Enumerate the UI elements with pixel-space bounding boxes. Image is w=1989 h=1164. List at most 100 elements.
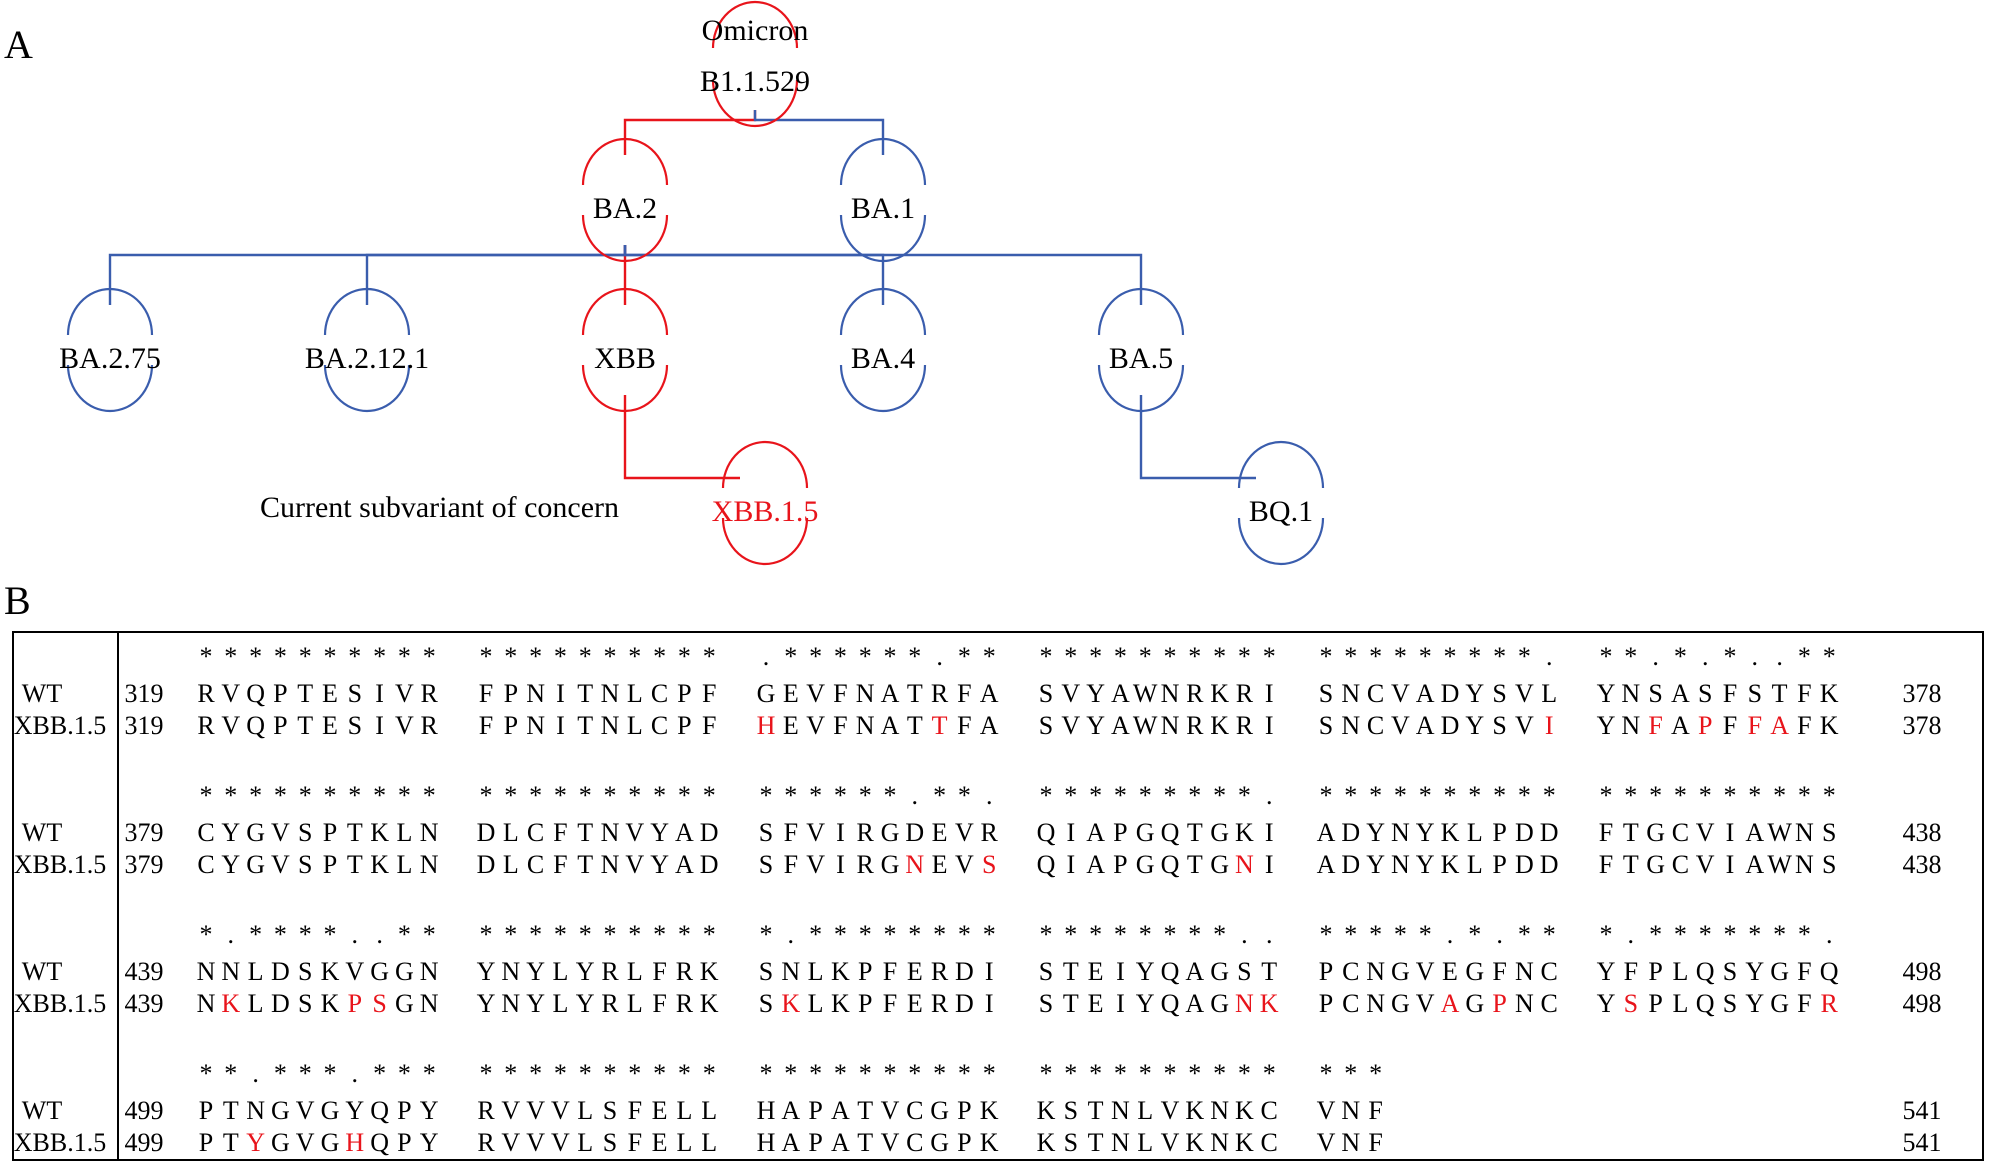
wt-residue: E <box>652 1096 668 1125</box>
xbb-residue: Q <box>1161 989 1180 1018</box>
wt-residue: Q <box>246 679 265 708</box>
wt-residue: P <box>1113 818 1127 847</box>
consensus-mark: * <box>398 781 411 810</box>
xbb-residue: E <box>322 711 338 740</box>
consensus-mark: * <box>579 920 592 949</box>
consensus-mark: * <box>983 642 996 671</box>
consensus-mark: * <box>554 1059 567 1088</box>
wt-residue: V <box>551 1096 570 1125</box>
consensus-mark: * <box>958 920 971 949</box>
node-ba5-top-arc <box>1097 287 1185 336</box>
consensus-mark: * <box>200 920 213 949</box>
consensus-mark: * <box>983 920 996 949</box>
xbb-residue: F <box>883 989 897 1018</box>
consensus-mark: * <box>1064 1059 1077 1088</box>
wt-residue: C <box>1541 957 1558 986</box>
consensus-mark: * <box>200 1059 213 1088</box>
wt-residue: G <box>930 1096 949 1125</box>
xbb-residue: N <box>1366 989 1385 1018</box>
consensus-mark: * <box>1468 781 1481 810</box>
wt-residue: Y <box>345 1096 364 1125</box>
wt-residue: R <box>857 818 875 847</box>
consensus-mark: * <box>1064 642 1077 671</box>
wt-residue: S <box>1748 679 1762 708</box>
xbb-residue: Q <box>1696 989 1715 1018</box>
xbb-residue: V <box>1515 711 1534 740</box>
wt-residue: N <box>601 679 620 708</box>
consensus-mark: * <box>1344 920 1357 949</box>
xbb-residue: T <box>577 711 593 740</box>
consensus-mark: * <box>1419 781 1432 810</box>
consensus-mark: * <box>480 781 493 810</box>
consensus-mark: * <box>1419 642 1432 671</box>
wt-residue: E <box>1442 957 1458 986</box>
xbb-residue: W <box>1767 850 1792 879</box>
panel-b-label: B <box>4 578 31 623</box>
wt-residue: I <box>556 679 565 708</box>
wt-residue: L <box>1672 957 1688 986</box>
xbb-residue: S <box>1064 1128 1078 1157</box>
wt-residue: T <box>297 679 313 708</box>
wt-residue: T <box>1772 679 1788 708</box>
xbb-residue: D <box>1515 850 1534 879</box>
wt-residue: S <box>1319 679 1333 708</box>
xbb-residue: A <box>1185 989 1204 1018</box>
consensus-mark: * <box>908 1059 921 1088</box>
mutated-residue: H <box>757 711 776 740</box>
consensus-mark: * <box>1493 642 1506 671</box>
consensus-mark: * <box>1089 1059 1102 1088</box>
consensus-mark: * <box>1600 642 1613 671</box>
tree-arcs <box>66 0 1325 566</box>
xbb-residue: P <box>858 989 872 1018</box>
wt-residue: S <box>1039 957 1053 986</box>
wt-residue: V <box>296 1096 315 1125</box>
wt-residue: K <box>1210 679 1229 708</box>
consensus-mark: . <box>1496 920 1503 949</box>
xbb-residue: C <box>1672 850 1689 879</box>
wt-residue: P <box>1492 818 1506 847</box>
mutated-residue: K <box>1260 989 1279 1018</box>
consensus-mark: * <box>1798 642 1811 671</box>
wt-residue: N <box>420 957 439 986</box>
consensus-mark: * <box>628 920 641 949</box>
wt-residue: T <box>347 818 363 847</box>
wt-residue: F <box>1624 957 1638 986</box>
xbb-residue: L <box>248 989 264 1018</box>
xbb-residue: D <box>271 989 290 1018</box>
wt-residue: L <box>627 679 643 708</box>
xbb-residue: D <box>1540 850 1559 879</box>
wt-residue: N <box>1111 1096 1130 1125</box>
xbb-residue: F <box>652 989 666 1018</box>
consensus-mark: * <box>1724 781 1737 810</box>
xbb-residue: K <box>1820 711 1839 740</box>
xbb-residue: G <box>246 850 265 879</box>
node-ba275-bottom-arc <box>66 364 154 413</box>
consensus-mark: * <box>249 781 262 810</box>
consensus-mark: * <box>1320 1059 1333 1088</box>
xbb-residue: N <box>1795 850 1814 879</box>
wt-residue: D <box>1540 818 1559 847</box>
xbb-residue: V <box>881 1128 900 1157</box>
wt-residue: I <box>985 957 994 986</box>
consensus-mark: * <box>1164 781 1177 810</box>
mutated-residue: I <box>1545 711 1554 740</box>
consensus-mark: * <box>703 781 716 810</box>
consensus-mark: * <box>249 642 262 671</box>
consensus-mark: * <box>1344 781 1357 810</box>
consensus-mark: . <box>1702 642 1709 671</box>
mutated-residue: N <box>1235 850 1254 879</box>
xbb-residue: P <box>808 1128 822 1157</box>
wt-residue: S <box>1723 957 1737 986</box>
xbb-residue: K <box>831 989 850 1018</box>
consensus-mark: * <box>1600 781 1613 810</box>
wt-residue: A <box>1671 679 1690 708</box>
wt-residue: W <box>1767 818 1792 847</box>
consensus-mark: . <box>252 1059 259 1088</box>
wt-residue: L <box>552 957 568 986</box>
consensus-mark: . <box>352 1059 359 1088</box>
wt-residue: G <box>370 957 389 986</box>
consensus-mark: * <box>1518 920 1531 949</box>
consensus-mark: * <box>504 920 517 949</box>
wt-residue: R <box>477 1096 495 1125</box>
